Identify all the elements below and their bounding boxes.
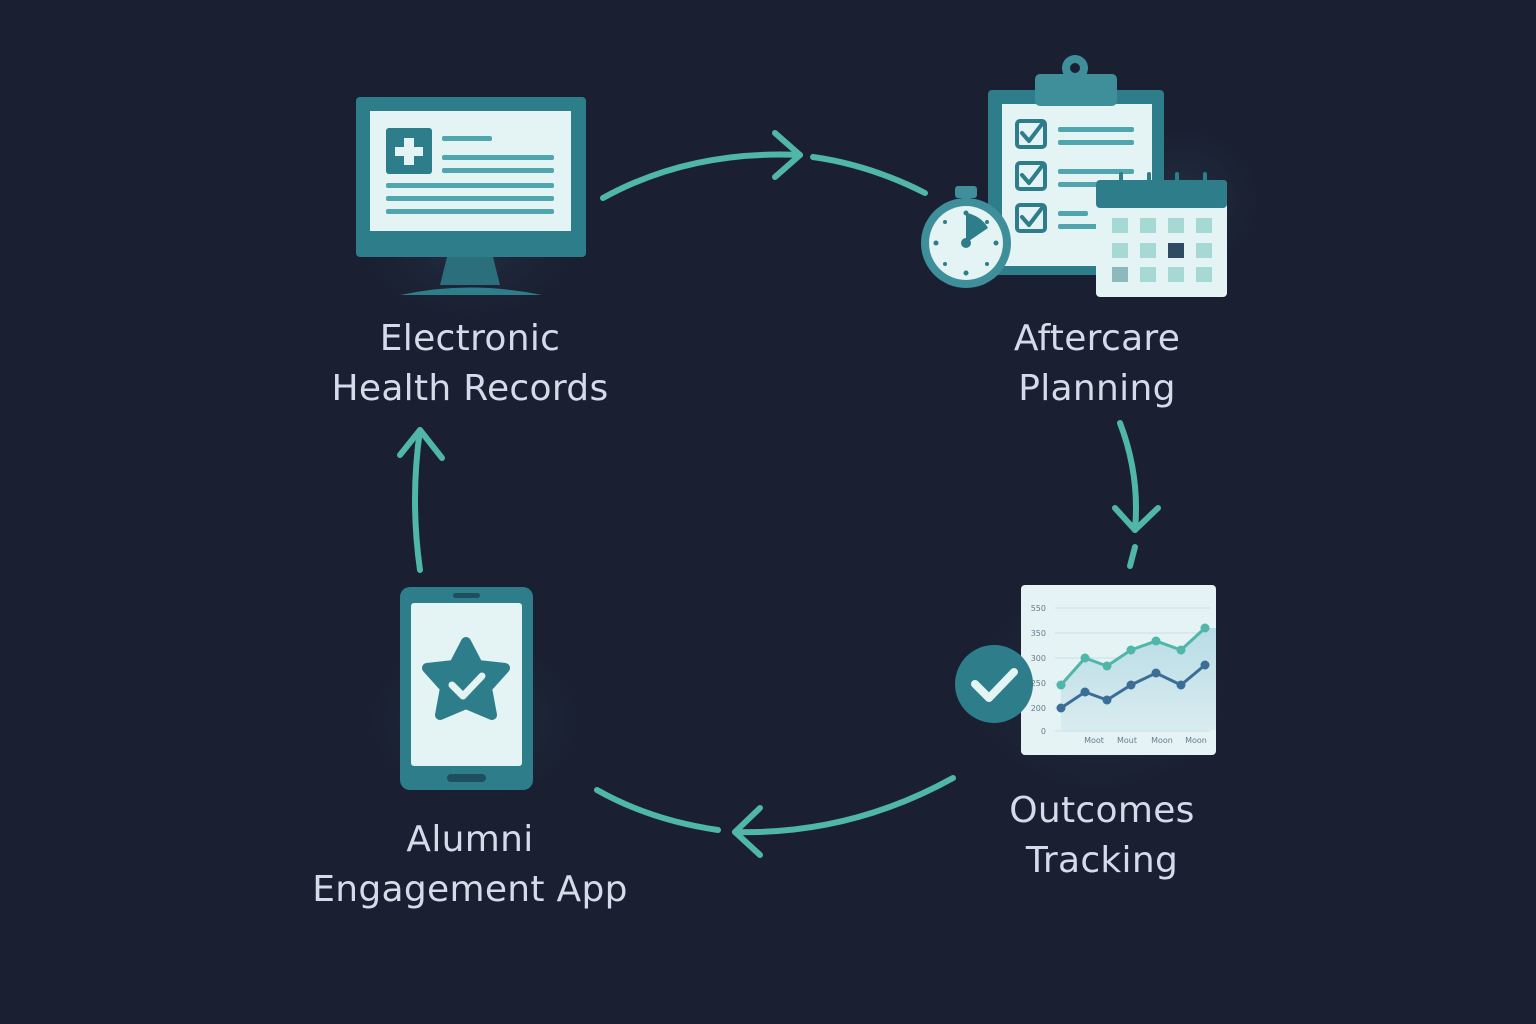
node-outcomes-label: Outcomes Tracking: [972, 786, 1232, 886]
node-aftercare-label-line2: Planning: [1018, 368, 1176, 409]
chart-x-tick: Moon: [1185, 736, 1207, 745]
clipboard-calendar-icon: [921, 55, 1227, 297]
node-aftercare-label: Aftercare Planning: [967, 314, 1227, 414]
chart-y-tick: 350: [1031, 629, 1046, 638]
chart-x-tick: Moot: [1084, 736, 1104, 745]
node-outcomes-label-line2: Tracking: [1025, 840, 1179, 881]
node-outcomes-label-line1: Outcomes: [1009, 790, 1195, 831]
arrow-outcomes-to-alumni: [594, 775, 956, 858]
node-alumni-label-line1: Alumni: [406, 819, 534, 860]
chart-y-tick: 200: [1031, 704, 1046, 713]
arrow-ehr-to-aftercare: [600, 130, 928, 201]
line-chart-icon: 550 350 300 250 200 0 Moot Mout Moon Moo…: [955, 585, 1216, 755]
node-aftercare-label-line1: Aftercare: [1013, 318, 1181, 359]
node-ehr-label: Electronic Health Records: [300, 314, 640, 414]
node-ehr-label-line2: Health Records: [331, 368, 609, 409]
chart-y-tick: 550: [1031, 604, 1046, 613]
phone-star-icon: [400, 587, 533, 790]
chart-y-tick: 300: [1031, 654, 1046, 663]
node-alumni-label: Alumni Engagement App: [290, 815, 650, 915]
arrow-aftercare-to-outcomes: [1112, 420, 1161, 569]
chart-x-tick: Moon: [1151, 736, 1173, 745]
monitor-record-icon: [356, 97, 586, 295]
chart-y-tick: 0: [1041, 727, 1046, 736]
chart-x-tick: Mout: [1117, 736, 1137, 745]
check-badge-icon: [971, 668, 1018, 702]
node-ehr-label-line1: Electronic: [379, 318, 561, 359]
arrow-alumni-to-ehr: [397, 427, 445, 573]
node-alumni-label-line2: Engagement App: [312, 869, 628, 910]
chart-y-tick: 250: [1031, 679, 1046, 688]
